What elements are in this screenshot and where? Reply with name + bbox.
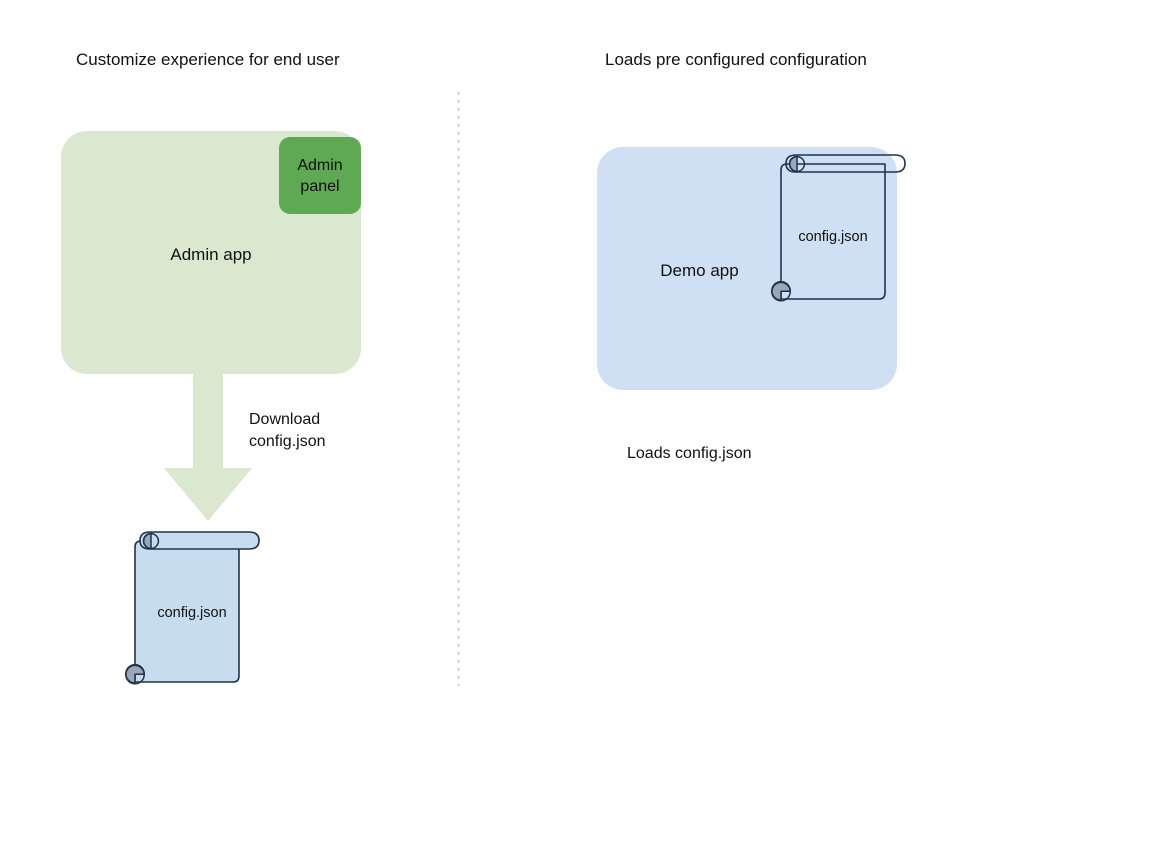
admin-app-label: Admin app bbox=[170, 245, 252, 264]
download-arrow-label-line2: config.json bbox=[249, 433, 326, 451]
admin-panel-label-line2: panel bbox=[300, 178, 340, 196]
right-column-title: Loads pre configured configuration bbox=[605, 50, 867, 69]
right-config-document[interactable] bbox=[771, 154, 906, 302]
left-config-document-label: config.json bbox=[157, 605, 227, 621]
admin-panel-label-line1: Admin bbox=[297, 157, 343, 174]
admin-panel-label: Admin panel bbox=[279, 155, 361, 197]
demo-app-label: Demo app bbox=[660, 261, 739, 280]
loads-config-caption: Loads config.json bbox=[627, 445, 752, 462]
download-arrow-label: Download config.json bbox=[249, 409, 326, 453]
download-arrow-label-line1: Download bbox=[249, 411, 321, 428]
admin-panel-box[interactable] bbox=[279, 137, 361, 214]
download-arrow bbox=[164, 370, 252, 521]
demo-app-box[interactable] bbox=[597, 147, 897, 390]
left-column-title: Customize experience for end user bbox=[76, 50, 340, 69]
right-config-document-label: config.json bbox=[798, 229, 868, 245]
left-config-document[interactable] bbox=[125, 531, 260, 685]
